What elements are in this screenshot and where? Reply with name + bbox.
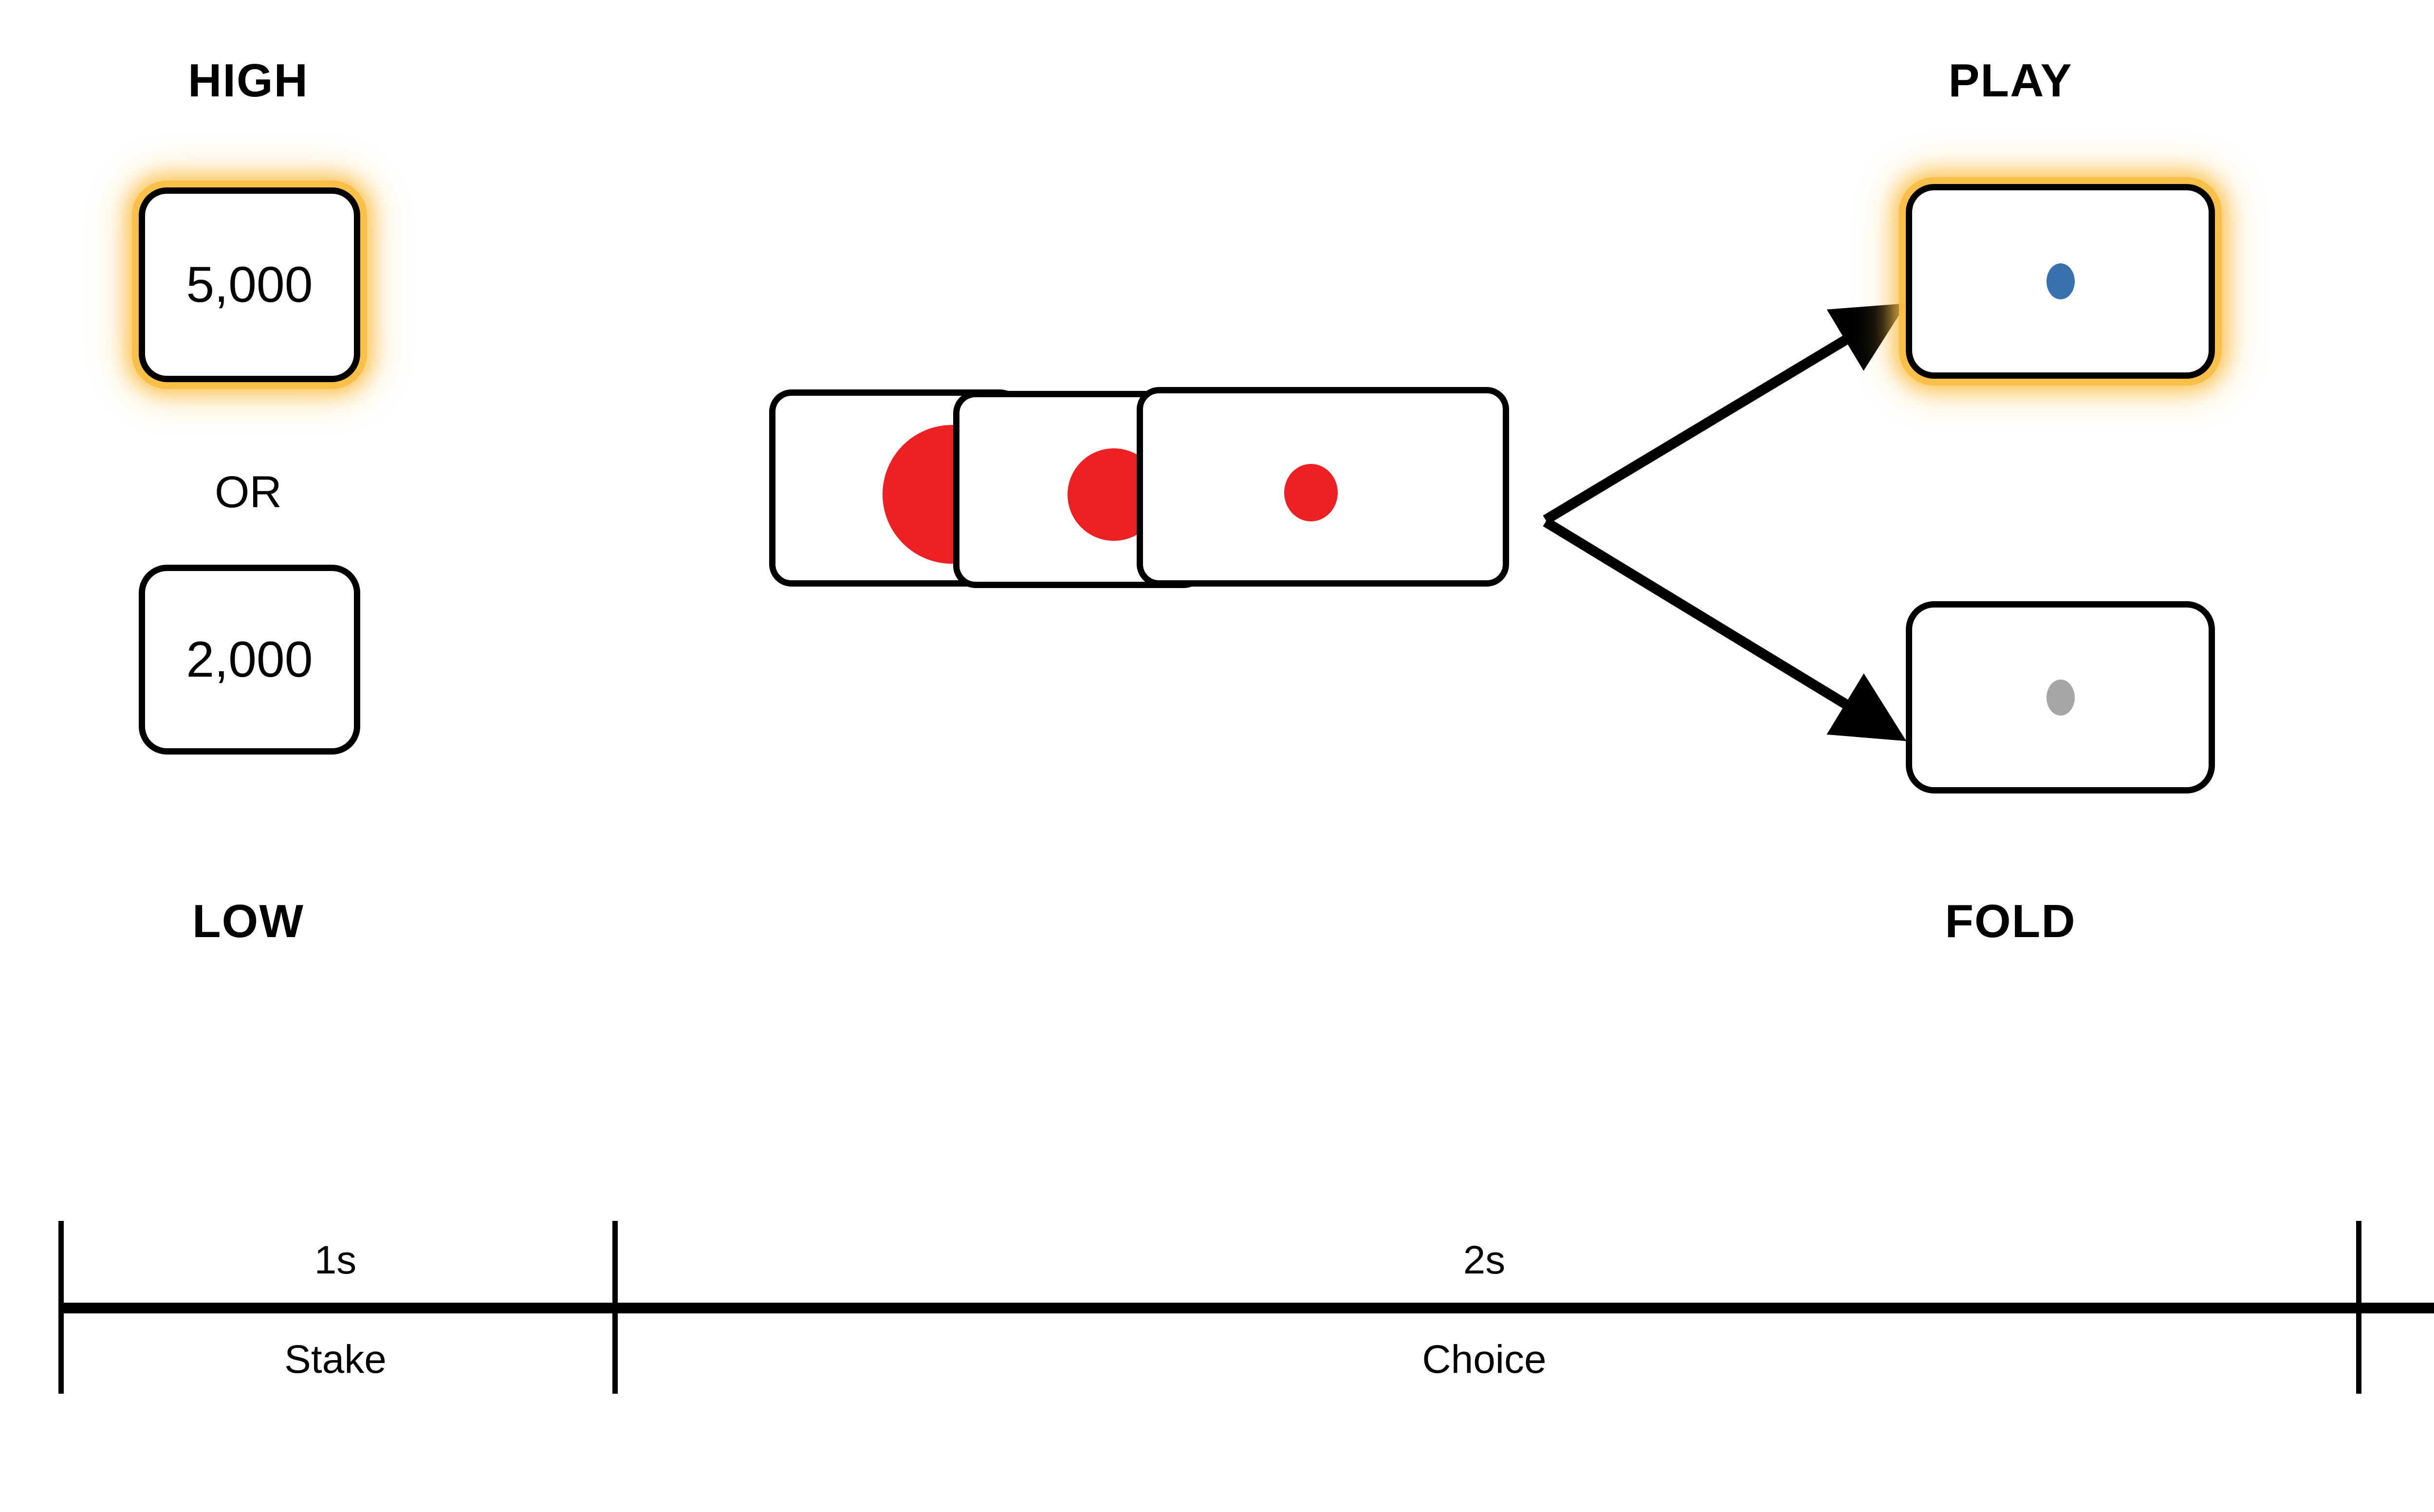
stake-low-amount: 2,000 <box>186 631 313 688</box>
stake-high-label: HIGH <box>188 55 309 107</box>
timeline-phase-1: Choice <box>1422 1337 1547 1382</box>
stake-high-amount: 5,000 <box>186 257 313 313</box>
decision-fold-label: FOLD <box>1945 895 2076 947</box>
timeline-phase-2: Outcome <box>2356 1340 2434 1380</box>
stake-card-low[interactable]: 2,000 <box>139 565 360 755</box>
timeline-tick-2 <box>2356 1221 2361 1394</box>
timeline-tick-1 <box>612 1221 618 1394</box>
timeline-duration-2: 3s <box>2356 1240 2434 1280</box>
decision-play-label: PLAY <box>1948 55 2073 107</box>
decision-card-fold[interactable] <box>1906 601 2215 793</box>
timeline-tick-start <box>58 1221 64 1394</box>
decision-card-play[interactable] <box>1906 184 2215 379</box>
timeline-phase-0: Stake <box>284 1337 387 1382</box>
stake-or-label: OR <box>215 467 282 517</box>
stake-low-label: LOW <box>192 895 304 947</box>
fold-dot-icon <box>2046 679 2075 716</box>
trial-timeline: 1s Stake 2s Choice 3s Outcome <box>0 1159 2434 1512</box>
branch-arrows <box>1543 303 1907 741</box>
deck-pip-1 <box>1284 464 1338 521</box>
deck-card-front-1 <box>1137 387 1509 587</box>
timeline-axis <box>58 1303 2434 1313</box>
timeline-duration-0: 1s <box>314 1238 357 1282</box>
stake-card-high[interactable]: 5,000 <box>139 187 360 382</box>
choice-card-deck[interactable] <box>769 387 1509 591</box>
timeline-duration-1: 2s <box>1463 1238 1506 1282</box>
play-dot-icon <box>2046 263 2075 299</box>
